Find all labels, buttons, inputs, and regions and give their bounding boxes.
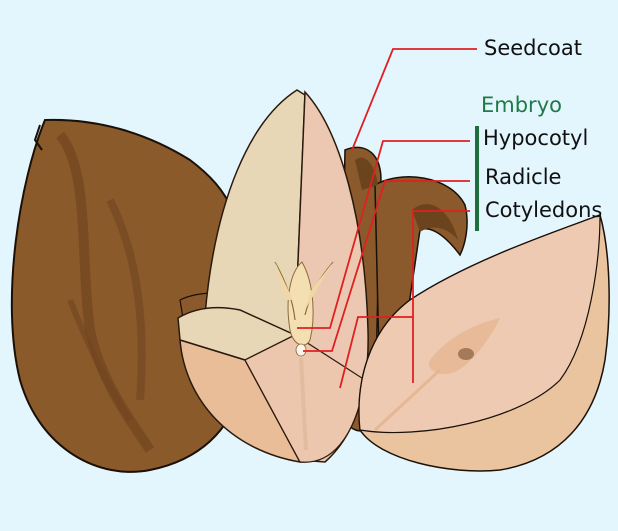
whole-seed	[10, 118, 252, 473]
leader-seedcoat	[351, 48, 477, 151]
leader-radicle	[303, 180, 470, 352]
leader-lines	[297, 48, 477, 389]
label-embryo-group: Embryo	[481, 93, 562, 117]
label-radicle: Radicle	[485, 165, 562, 189]
label-cotyledons: Cotyledons	[485, 198, 603, 222]
halved-seed	[177, 89, 369, 464]
leader-cotyledons-top	[412, 210, 470, 383]
leader-hypocotyl	[297, 140, 470, 329]
leader-cotyledons-mid	[339, 316, 413, 389]
cotyledon-half	[358, 214, 610, 472]
embryo-group-bar	[475, 126, 479, 231]
label-seedcoat: Seedcoat	[484, 36, 582, 60]
label-hypocotyl: Hypocotyl	[483, 126, 589, 150]
